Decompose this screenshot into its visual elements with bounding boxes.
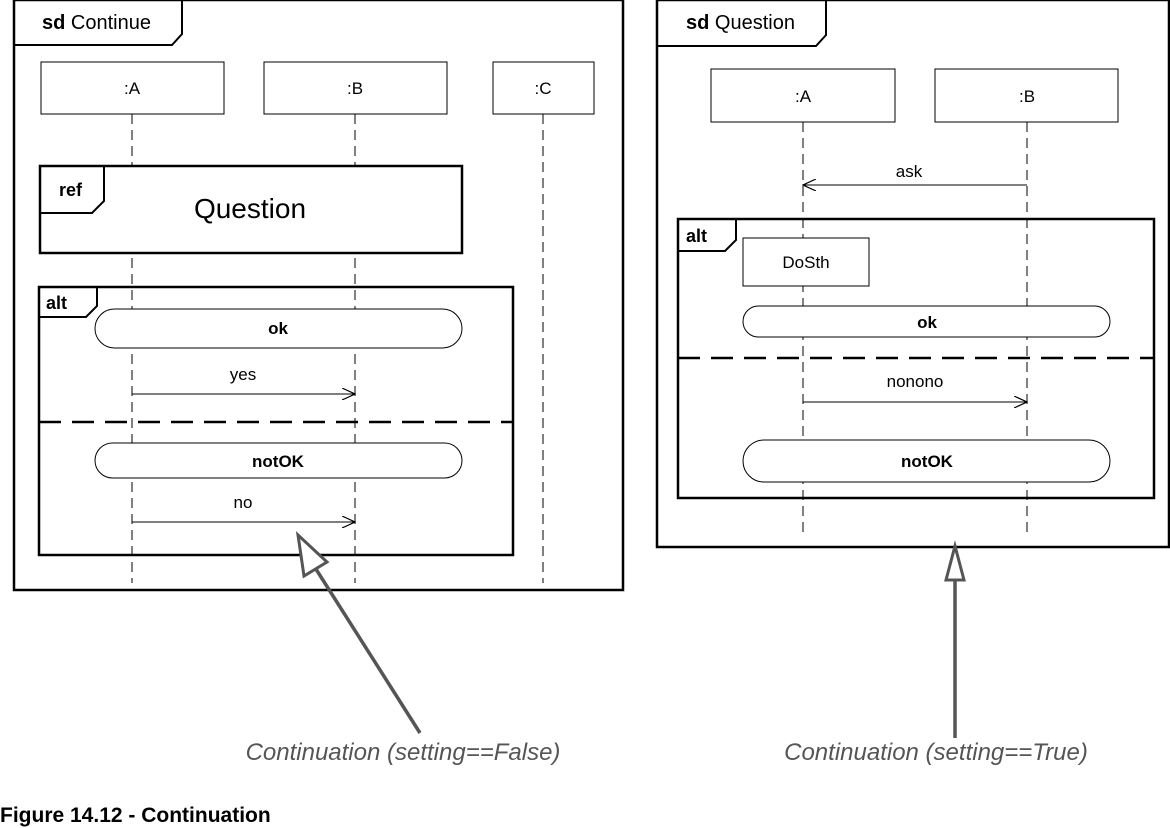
message-no-label: no: [234, 493, 253, 512]
continuation-notok-label: notOK: [901, 452, 954, 471]
ref-fragment: [38, 164, 464, 255]
message-yes-label: yes: [230, 365, 256, 384]
annotation-arrow-right: [944, 540, 966, 738]
lifeline-b-label: :B: [1019, 87, 1035, 106]
message-ask-label: ask: [896, 162, 923, 181]
ref-keyword: ref: [59, 180, 83, 200]
lifeline-a-label: :A: [124, 79, 141, 98]
frame-continue: sd Continue :A :B :C ref Question alt ok…: [12, 0, 625, 592]
state-dosth: [742, 237, 870, 287]
continuation-notok-label: notOK: [252, 452, 305, 471]
continuation-notok: [94, 442, 463, 479]
ref-name: Question: [194, 193, 306, 224]
lifeline-a-label: :A: [795, 87, 812, 106]
lifeline-b-label: :B: [347, 79, 363, 98]
continuation-ok-label: ok: [917, 313, 937, 332]
frame-title: sd Question: [686, 12, 795, 34]
lifeline-a-head: [710, 68, 896, 123]
continuation-ok-label: ok: [268, 319, 288, 338]
lifeline-b-head: [263, 61, 448, 115]
alt-keyword: alt: [46, 293, 67, 313]
continuation-ok: [742, 305, 1111, 338]
message-nonono-label: nonono: [887, 372, 944, 391]
state-dosth-label: DoSth: [782, 253, 829, 272]
annotation-arrow-left: [295, 530, 422, 734]
alt-keyword: alt: [686, 226, 707, 246]
annotation-left: Continuation (setting==False): [246, 739, 561, 766]
annotation-right: Continuation (setting==True): [784, 739, 1088, 766]
figure-caption: Figure 14.12 - Continuation: [0, 804, 271, 827]
continuation-notok: [742, 439, 1111, 483]
continuation-ok: [94, 308, 463, 349]
lifeline-c-label: :C: [535, 79, 552, 98]
frame-question: sd Question :A :B ask alt DoSth ok nonon…: [655, 0, 1170, 549]
frame-title: sd Continue: [42, 12, 151, 34]
